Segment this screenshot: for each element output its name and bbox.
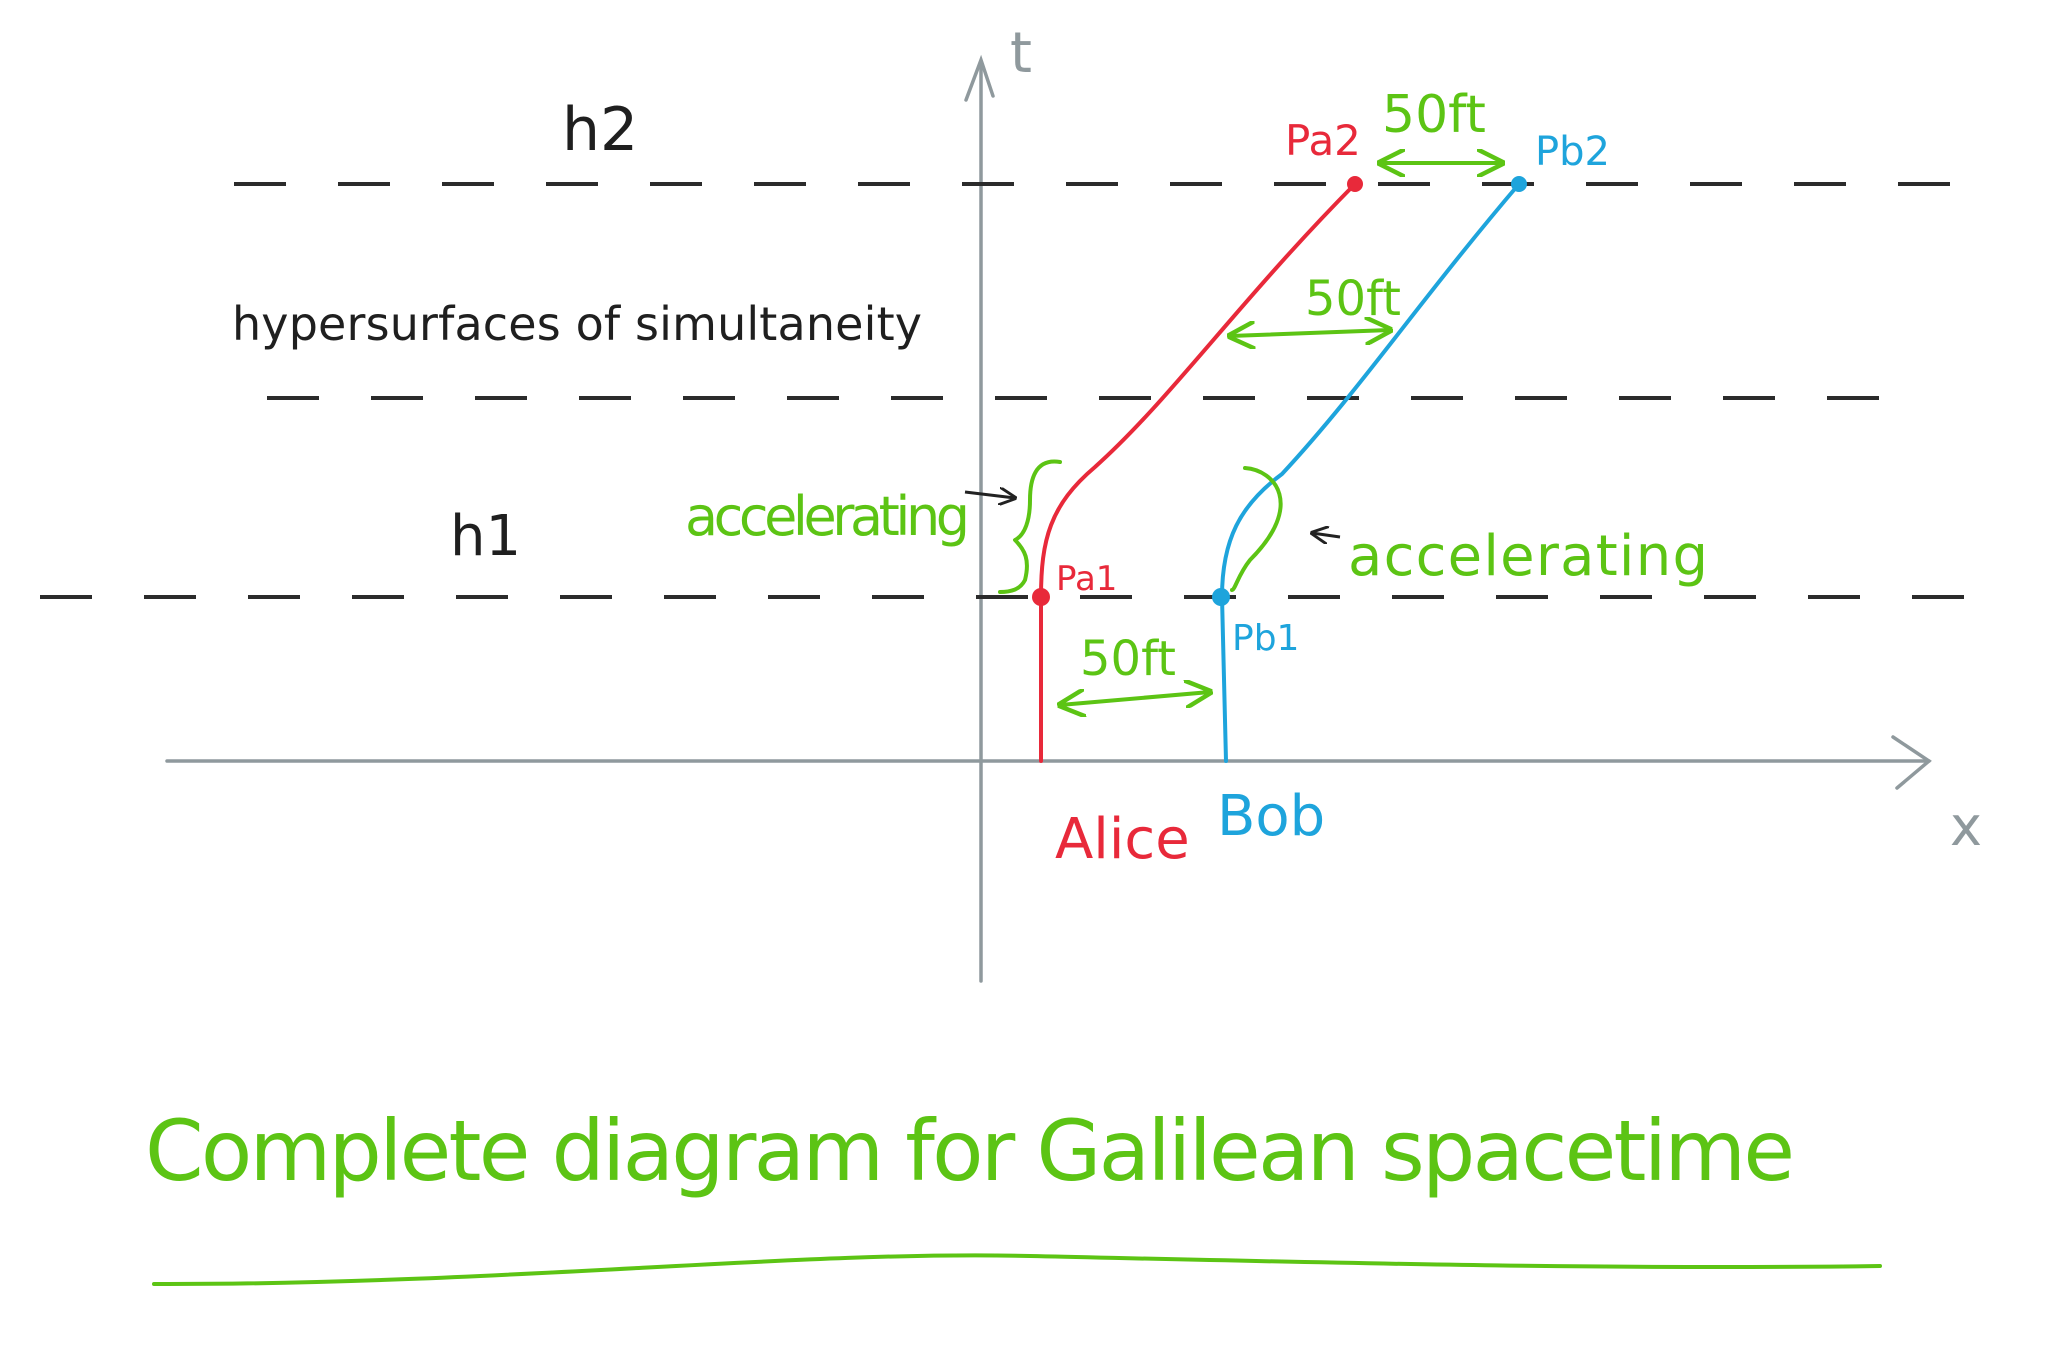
h2-label: h2 [562,95,638,165]
space-axis-label: x [1950,795,1982,858]
event-pb2-dot [1511,176,1527,192]
event-pa2-dot [1347,176,1363,192]
event-pa1-label: Pa1 [1056,559,1117,599]
accelerating-brace-right [1230,466,1283,592]
time-axis [964,54,995,983]
arrow-left-pointer [964,492,1015,498]
accelerating-label-right: accelerating [1348,524,1708,589]
space-axis [165,735,1932,790]
event-pa2-label: Pa2 [1285,116,1361,165]
distance-label-bottom: 50ft [1080,631,1176,687]
bob-worldline [1220,182,1521,763]
hypersurfaces-caption: hypersurfaces of simultaneity [232,297,922,351]
bob-label: Bob [1217,784,1325,849]
event-pb1-label: Pb1 [1232,618,1299,659]
event-pb2-label: Pb2 [1535,129,1610,175]
h1-label: h1 [450,504,521,569]
arrow-right-pointer [1312,533,1341,537]
distance-arrow-bottom [1060,692,1210,705]
distance-arrow-middle [1230,330,1390,336]
alice-worldline [1039,182,1357,763]
time-axis-label: t [1010,21,1032,86]
alice-label: Alice [1055,807,1190,872]
title-underline [152,1253,1882,1287]
diagram-title: Complete diagram for Galilean spacetime [145,1102,1795,1200]
event-pb1-dot [1212,588,1230,606]
event-pa1-dot [1032,588,1050,606]
distance-label-top: 50ft [1382,85,1486,145]
accelerating-label-left: accelerating [685,485,970,548]
accelerating-brace-left [998,459,1062,594]
distance-label-middle: 50ft [1305,271,1401,327]
